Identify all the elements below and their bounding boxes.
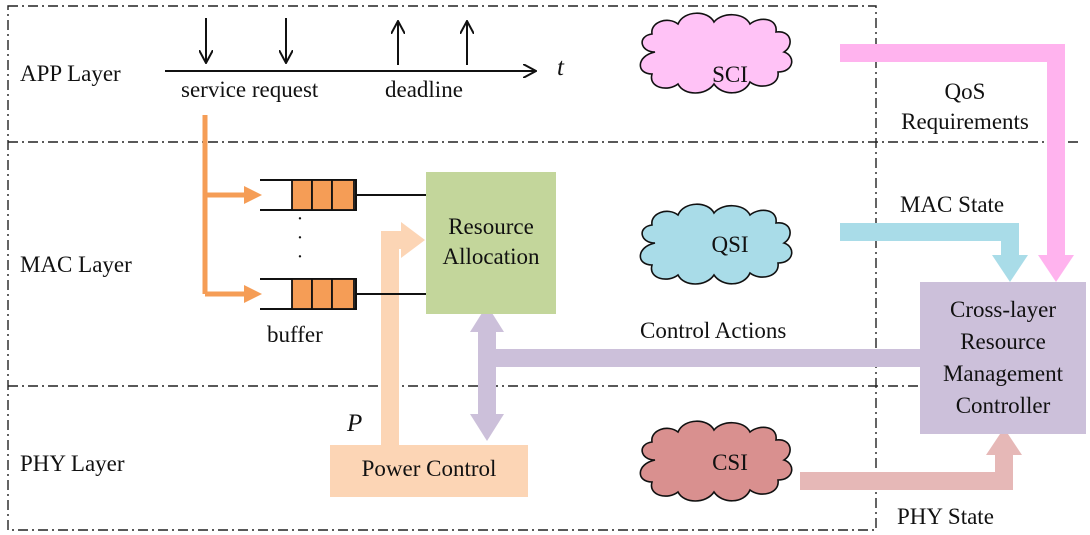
csi-cloud bbox=[639, 420, 793, 502]
control-actions-arrow bbox=[470, 305, 920, 441]
queue-cell bbox=[291, 179, 313, 211]
phy-layer-label: PHY Layer bbox=[20, 451, 125, 476]
phy-state-label: PHY State bbox=[897, 504, 994, 529]
qos-requirements-arrow bbox=[840, 44, 1074, 282]
time-symbol: t bbox=[557, 54, 564, 81]
power-control-box bbox=[330, 445, 528, 497]
mac-state-arrow bbox=[840, 223, 1028, 282]
mac-state-label: MAC State bbox=[900, 192, 1005, 217]
left-dashed-frame bbox=[7, 5, 877, 531]
queue-ellipsis: · · · bbox=[296, 208, 304, 268]
power-control-arrow bbox=[381, 222, 425, 445]
qsi-cloud bbox=[639, 203, 793, 285]
phy-state-arrow bbox=[800, 428, 1022, 490]
queue-cell bbox=[331, 179, 355, 211]
sci-cloud bbox=[639, 12, 793, 94]
resource-allocation-box bbox=[426, 172, 556, 314]
queue-cell bbox=[291, 278, 313, 310]
control-actions-label: Control Actions bbox=[640, 318, 787, 343]
qsi-label: QSI bbox=[711, 232, 749, 257]
power-control-label: Power Control bbox=[361, 456, 497, 481]
qos-requirements-label: QoS Requirements bbox=[901, 79, 1029, 134]
layer-boundaries bbox=[7, 5, 1080, 531]
controller-box bbox=[920, 282, 1086, 434]
deadline-label: deadline bbox=[385, 77, 463, 102]
mac-layer-label: MAC Layer bbox=[20, 252, 132, 277]
controller-label: Cross-layer Resource Management Controll… bbox=[942, 297, 1064, 418]
queue-cell bbox=[331, 278, 355, 310]
service-request-label: service request bbox=[181, 77, 319, 102]
buffer-label: buffer bbox=[267, 322, 323, 347]
request-distribution-arrows bbox=[202, 115, 262, 303]
queue-cell bbox=[311, 179, 333, 211]
resource-allocation-label: Resource Allocation bbox=[442, 214, 540, 269]
timeline bbox=[165, 18, 535, 71]
sci-label: SCI bbox=[712, 62, 748, 87]
queue-cell bbox=[311, 278, 333, 310]
app-layer-label: APP Layer bbox=[20, 61, 121, 86]
csi-label: CSI bbox=[712, 450, 748, 475]
power-symbol: P bbox=[347, 410, 363, 437]
